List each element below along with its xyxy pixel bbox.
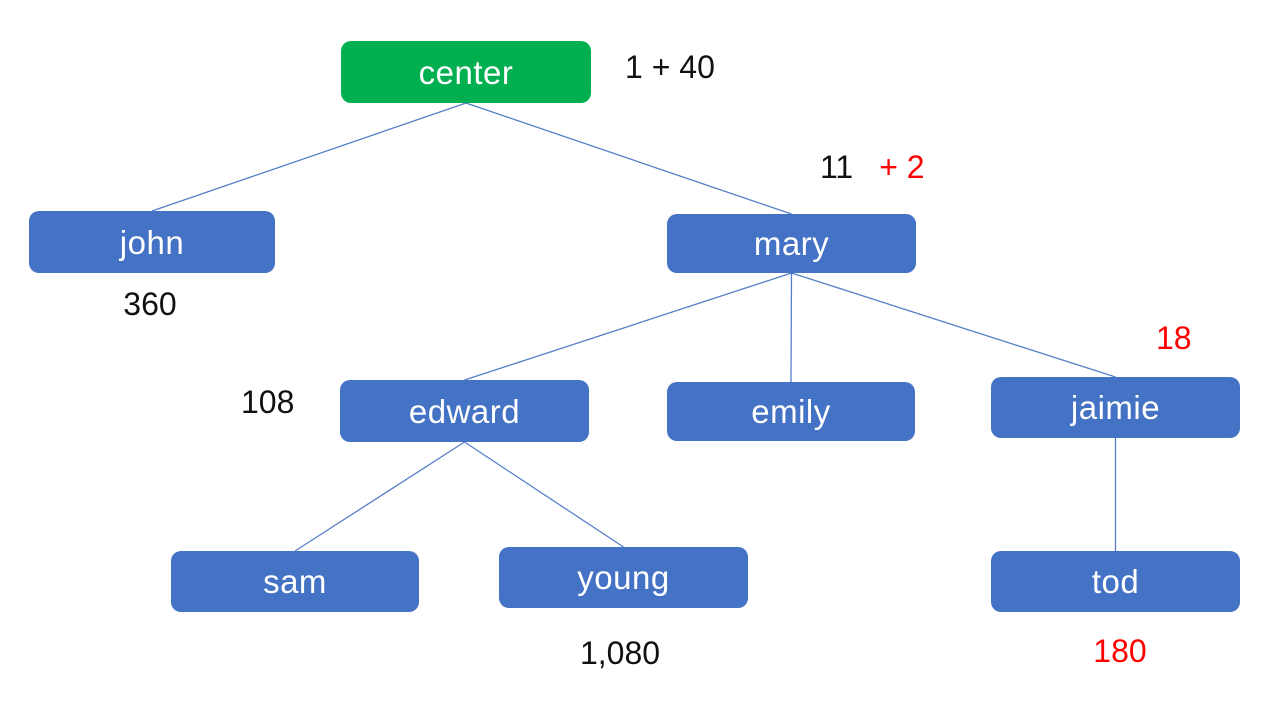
- node-sam: sam: [171, 551, 419, 612]
- node-emily-label: emily: [751, 393, 831, 430]
- node-emily: emily: [667, 382, 915, 441]
- node-center: center: [341, 41, 591, 103]
- annotation-center-value: 1 + 40: [625, 49, 715, 85]
- node-jaimie: jaimie: [991, 377, 1240, 438]
- annotation-tod-value: 180: [1093, 633, 1147, 669]
- node-young-label: young: [577, 559, 670, 596]
- annotation-edward-value: 108: [241, 384, 295, 420]
- annotation-jaimie-value: 18: [1156, 320, 1192, 356]
- node-mary-label: mary: [753, 225, 830, 262]
- annotation-mary-value-red: + 2: [879, 149, 925, 185]
- node-john: john: [29, 211, 275, 273]
- annotation-young-value: 1,080: [579, 635, 661, 671]
- node-tod: tod: [991, 551, 1240, 612]
- annotation-mary-value-black: 11: [820, 149, 854, 185]
- node-edward-label: edward: [408, 392, 521, 430]
- annotation-john-value: 360: [123, 286, 177, 322]
- annotation-mary-value: 11 + 2: [820, 149, 925, 185]
- node-young: young: [499, 547, 748, 608]
- node-mary: mary: [667, 214, 916, 273]
- node-edward: edward: [340, 380, 589, 442]
- node-john-label: john: [119, 223, 185, 261]
- node-jaimie-label: jaimie: [1070, 389, 1161, 426]
- node-sam-label: sam: [263, 563, 327, 600]
- node-tod-label: tod: [1091, 563, 1140, 600]
- node-center-label: center: [418, 53, 514, 91]
